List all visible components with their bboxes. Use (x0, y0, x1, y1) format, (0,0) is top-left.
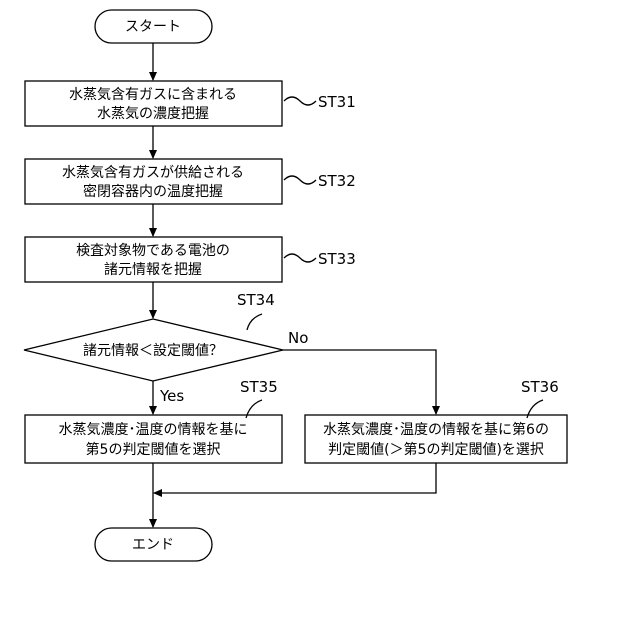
end-terminal: エンド (95, 528, 212, 561)
yes-label: Yes (159, 387, 184, 405)
st33-leader (284, 254, 316, 262)
st35-step-label: ST35 (240, 378, 278, 396)
st36-step-label: ST36 (521, 378, 559, 396)
process-st33: 検査対象物である電池の 諸元情報を把握 (25, 237, 282, 282)
no-label: No (288, 329, 308, 347)
process-st36: 水蒸気濃度･温度の情報を基に第6の 判定閾値(＞第5の判定閾値)を選択 (305, 415, 567, 463)
decision-st34: 諸元情報＜設定閾値？ (24, 319, 283, 381)
st32-step-label: ST32 (318, 172, 356, 190)
st34-step-label: ST34 (237, 291, 275, 309)
st32-leader (284, 176, 316, 184)
st33-line-2: 諸元情報を把握 (104, 262, 202, 278)
process-st35: 水蒸気濃度･温度の情報を基に 第5の判定閾値を選択 (25, 415, 282, 463)
st35-line-1: 水蒸気濃度･温度の情報を基に (59, 421, 248, 438)
st32-line-1: 水蒸気含有ガスが供給される (62, 165, 244, 181)
st33-line-1: 検査対象物である電池の (76, 243, 230, 259)
process-st32: 水蒸気含有ガスが供給される 密閉容器内の温度把握 (25, 159, 282, 204)
decision-text: 諸元情報＜設定閾値？ (83, 343, 223, 359)
st34-leader (247, 314, 262, 330)
st31-step-label: ST31 (318, 93, 356, 111)
connector-no-branch (283, 350, 436, 414)
st32-line-2: 密閉容器内の温度把握 (83, 183, 223, 200)
process-st31: 水蒸気含有ガスに含まれる 水蒸気の濃度把握 (25, 81, 282, 126)
end-label: エンド (132, 537, 174, 553)
st36-line-2: 判定閾値(＞第5の判定閾値)を選択 (328, 441, 544, 458)
st31-line-1: 水蒸気含有ガスに含まれる (69, 87, 237, 103)
connector-st36-merge (154, 463, 436, 493)
start-terminal: スタート (95, 10, 212, 43)
st33-step-label: ST33 (318, 250, 356, 268)
start-label: スタート (125, 19, 181, 35)
st31-line-2: 水蒸気の濃度把握 (97, 106, 209, 122)
st31-leader (284, 97, 316, 105)
st35-line-2: 第5の判定閾値を選択 (86, 441, 221, 458)
st36-line-1: 水蒸気濃度･温度の情報を基に第6の (323, 421, 549, 438)
